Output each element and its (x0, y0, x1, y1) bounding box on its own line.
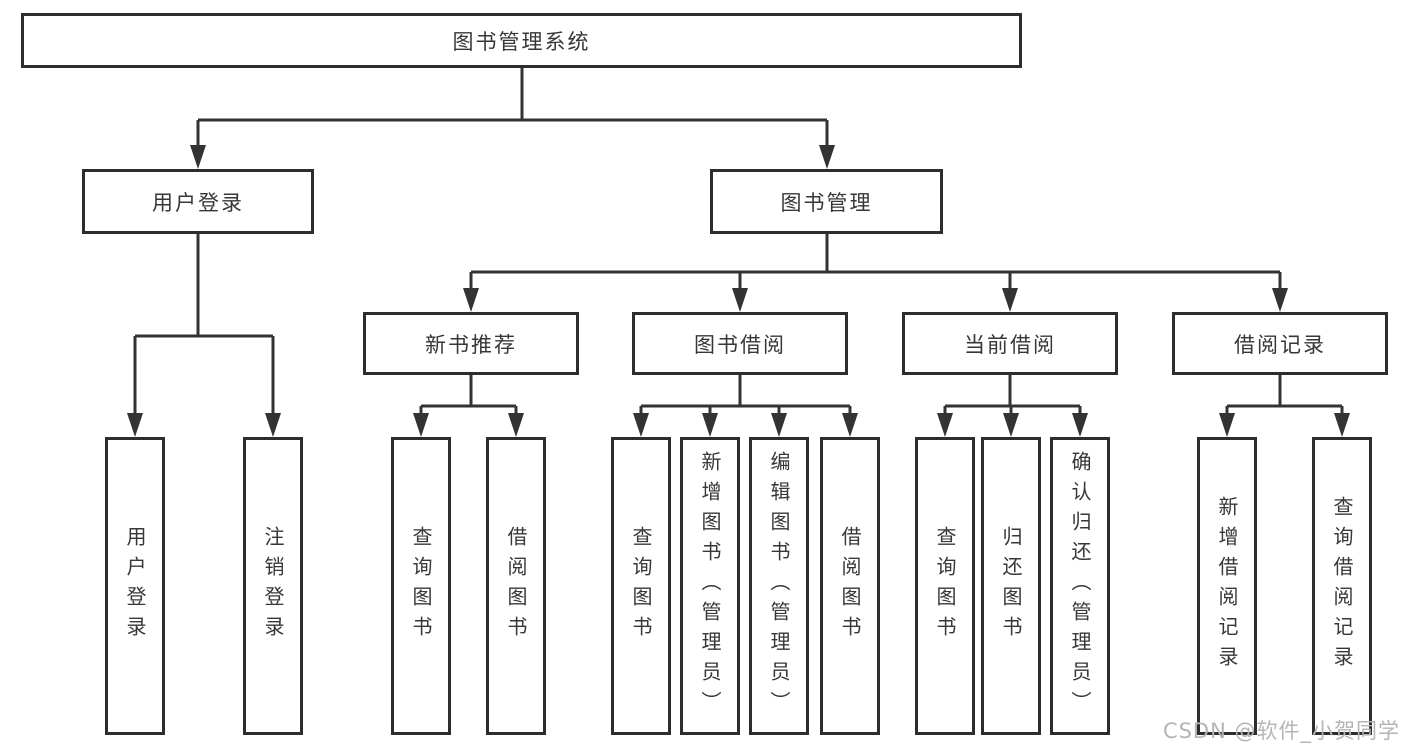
node-user-login-branch: 用户登录 (82, 169, 314, 234)
node-new-book-recommendation: 新书推荐 (363, 312, 579, 375)
leaf-query-books-current: 查询图书 (915, 437, 975, 735)
node-label: 借阅记录 (1234, 332, 1326, 357)
node-label: 用户登录 (123, 526, 147, 646)
node-current-borrowing: 当前借阅 (902, 312, 1118, 375)
leaf-query-borrow-record: 查询借阅记录 (1312, 437, 1372, 735)
watermark: CSDN @软件_小贺同学 (1162, 719, 1400, 743)
leaf-add-books-admin: 新增图书（管理员） (680, 437, 740, 735)
node-label: 查询图书 (409, 526, 433, 646)
node-label: 查询借阅记录 (1330, 496, 1354, 676)
node-label: 图书管理系统 (452, 29, 591, 54)
node-label: 用户登录 (152, 190, 244, 215)
node-book-borrowing: 图书借阅 (632, 312, 848, 375)
leaf-return-books: 归还图书 (981, 437, 1041, 735)
node-label: 借阅图书 (838, 526, 862, 646)
node-label: 当前借阅 (964, 332, 1056, 357)
leaf-logout: 注销登录 (243, 437, 303, 735)
node-label: 新书推荐 (425, 332, 517, 357)
node-label: 查询图书 (629, 526, 653, 646)
node-label: 借阅图书 (504, 526, 528, 646)
node-root-library-system: 图书管理系统 (21, 13, 1022, 68)
leaf-query-books-borrowing: 查询图书 (611, 437, 671, 735)
node-label: 编辑图书（管理员） (767, 451, 791, 721)
node-label: 图书管理 (780, 190, 873, 215)
leaf-borrow-books: 借阅图书 (820, 437, 880, 735)
node-book-management-branch: 图书管理 (710, 169, 943, 234)
leaf-user-login: 用户登录 (105, 437, 165, 735)
leaf-edit-books-admin: 编辑图书（管理员） (749, 437, 809, 735)
leaf-query-books-recommend: 查询图书 (391, 437, 451, 735)
node-label: 归还图书 (999, 526, 1023, 646)
node-label: 注销登录 (261, 526, 285, 646)
node-label: 确认归还（管理员） (1068, 451, 1092, 721)
node-label: 新增借阅记录 (1215, 496, 1239, 676)
leaf-confirm-return-admin: 确认归还（管理员） (1050, 437, 1110, 735)
node-borrowing-records: 借阅记录 (1172, 312, 1388, 375)
node-label: 查询图书 (933, 526, 957, 646)
leaf-borrow-books-recommend: 借阅图书 (486, 437, 546, 735)
node-label: 图书借阅 (694, 332, 786, 357)
node-label: 新增图书（管理员） (698, 451, 722, 721)
leaf-add-borrow-record: 新增借阅记录 (1197, 437, 1257, 735)
